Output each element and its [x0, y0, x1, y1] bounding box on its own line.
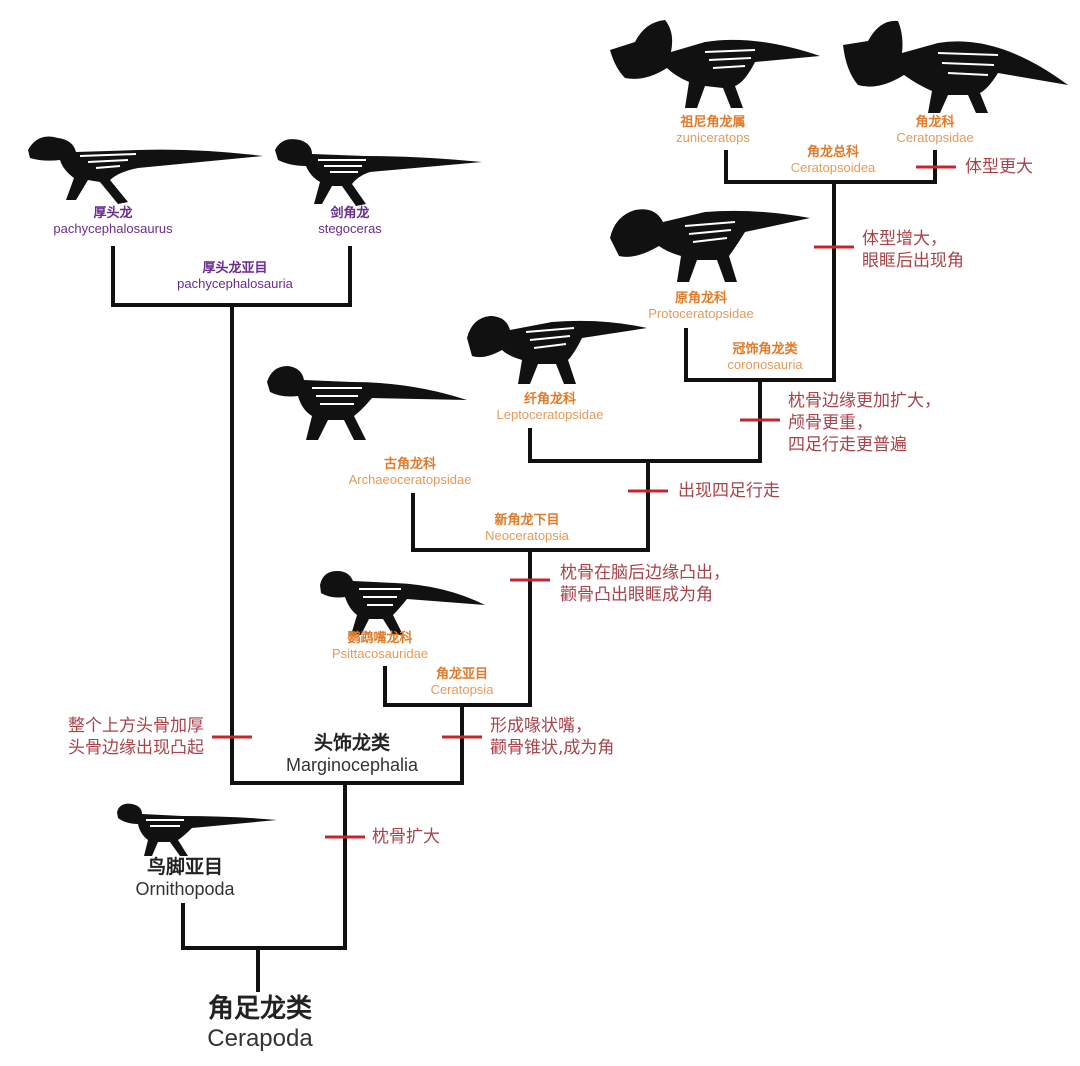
zuniceratops-skeleton-icon	[610, 20, 820, 108]
label-zh: 角龙亚目	[435, 667, 488, 682]
label-zh: 古角龙科	[383, 457, 436, 472]
label-protoceratopsidae: 原角龙科 Protoceratopsidae	[636, 291, 766, 322]
psittacosaurus-skeleton-icon	[320, 571, 485, 635]
branch-coronosauria	[684, 180, 836, 382]
label-en: Ceratopsidae	[896, 129, 974, 145]
label-zh: 原角龙科	[674, 291, 727, 306]
label-zh: 厚头龙亚目	[202, 261, 268, 276]
label-coronosauria: 冠饰角龙类 coronosauria	[705, 342, 825, 373]
label-pachycephalosauria: 厚头龙亚目 pachycephalosauria	[155, 261, 315, 292]
note-line: 体型更大	[965, 157, 1033, 177]
note-quadruped: 出现四足行走	[678, 480, 780, 502]
note-line: 头骨边缘出现凸起	[68, 738, 204, 759]
note-line: 颧骨凸出眼眶成为角	[560, 585, 713, 606]
note-line: 颧骨锥状,成为角	[490, 738, 615, 759]
label-cerapoda: 角足龙类 Cerapoda	[180, 994, 340, 1052]
label-en: Leptoceratopsidae	[496, 406, 604, 422]
label-archaeoceratopsidae: 古角龙科 Archaeoceratopsidae	[330, 457, 490, 488]
note-line: 颅骨更重，	[788, 413, 873, 434]
label-zh: 鹦鹉嘴龙科	[347, 631, 413, 646]
note-line: 体型增大，	[862, 229, 947, 249]
label-en: pachycephalosaurus	[53, 220, 173, 236]
note-line: 出现四足行走	[678, 481, 780, 501]
label-en: Protoceratopsidae	[648, 305, 754, 321]
label-pachycephalosaurus: 厚头龙 pachycephalosaurus	[53, 206, 173, 237]
ornithopod-skeleton-icon	[117, 803, 277, 856]
branch-cerapoda	[181, 781, 347, 992]
label-en: pachycephalosauria	[177, 275, 293, 291]
label-en: Neoceratopsia	[485, 527, 569, 543]
label-en: zuniceratops	[676, 129, 750, 145]
note-frill-expand: 枕骨边缘更加扩大， 颅骨更重， 四足行走更普遍	[788, 390, 941, 456]
label-en: coronosauria	[727, 356, 803, 372]
note-line: 形成喙状嘴，	[490, 716, 592, 736]
label-zh: 剑角龙	[330, 206, 370, 221]
note-skull-thicken: 整个上方头骨加厚 头骨边缘出现凸起	[28, 715, 204, 759]
label-en: Psittacosauridae	[331, 645, 429, 661]
note-line: 枕骨扩大	[372, 827, 440, 847]
label-zh: 角龙科	[915, 115, 955, 130]
label-ceratopsoidea: 角龙总科 Ceratopsoidea	[778, 145, 888, 176]
label-stegoceras: 剑角龙 stegoceras	[300, 206, 400, 237]
note-body-increase: 体型增大， 眼眶后出现角	[862, 228, 964, 272]
label-en: Ornithopoda	[135, 878, 235, 899]
label-en: stegoceras	[318, 220, 382, 236]
leptoceratops-skeleton-icon	[467, 316, 647, 384]
note-line: 四足行走更普遍	[788, 435, 907, 456]
stegoceras-skeleton-icon	[275, 139, 482, 206]
label-ceratopsia: 角龙亚目 Ceratopsia	[412, 667, 512, 698]
note-line: 枕骨在脑后边缘凸出，	[560, 563, 730, 583]
note-larger-body: 体型更大	[965, 156, 1033, 178]
label-zh: 角龙总科	[806, 145, 859, 160]
label-zh: 纤角龙科	[523, 392, 576, 407]
label-zh: 鸟脚亚目	[146, 856, 223, 878]
label-en: Cerapoda	[207, 1024, 313, 1052]
note-line: 眼眶后出现角	[862, 251, 964, 272]
label-zh: 冠饰角龙类	[732, 342, 798, 357]
label-en: Archaeoceratopsidae	[348, 471, 472, 487]
label-leptoceratopsidae: 纤角龙科 Leptoceratopsidae	[480, 392, 620, 423]
label-ornithopoda: 鸟脚亚目 Ornithopoda	[110, 856, 260, 900]
protoceratops-skeleton-icon	[610, 209, 810, 282]
label-neoceratopsia: 新角龙下目 Neoceratopsia	[462, 513, 592, 544]
label-zh: 厚头龙	[93, 206, 133, 221]
label-en: Ceratopsoidea	[790, 159, 876, 175]
pachycephalosaurus-skeleton-icon	[28, 136, 263, 204]
branch-neoceratopsia	[411, 459, 650, 552]
label-zh: 祖尼角龙属	[680, 115, 746, 130]
label-zh: 头饰龙类	[313, 732, 390, 754]
branch-marginocephalia	[230, 303, 464, 785]
label-zh: 新角龙下目	[494, 513, 560, 528]
note-beak: 形成喙状嘴， 颧骨锥状,成为角	[490, 715, 614, 759]
note-line: 整个上方头骨加厚	[68, 716, 204, 736]
label-zuniceratops: 祖尼角龙属 zuniceratops	[658, 115, 768, 146]
label-en: Marginocephalia	[285, 754, 419, 775]
branch-ceratopsia	[383, 548, 532, 707]
note-line: 枕骨边缘更加扩大，	[788, 391, 941, 411]
note-occipital-enlarge: 枕骨扩大	[372, 826, 440, 848]
label-marginocephalia: 头饰龙类 Marginocephalia	[262, 732, 442, 776]
label-psittacosauridae: 鹦鹉嘴龙科 Psittacosauridae	[315, 631, 445, 662]
label-zh: 角足龙类	[207, 994, 312, 1024]
branch-pachycephalosauria	[111, 246, 352, 307]
label-ceratopsidae: 角龙科 Ceratopsidae	[880, 115, 990, 146]
ceratopsid-skeleton-icon	[843, 20, 1068, 114]
label-en: Ceratopsia	[430, 681, 494, 697]
note-occipital-protrude: 枕骨在脑后边缘凸出， 颧骨凸出眼眶成为角	[560, 562, 730, 606]
archaeoceratops-skeleton-icon	[267, 366, 467, 440]
